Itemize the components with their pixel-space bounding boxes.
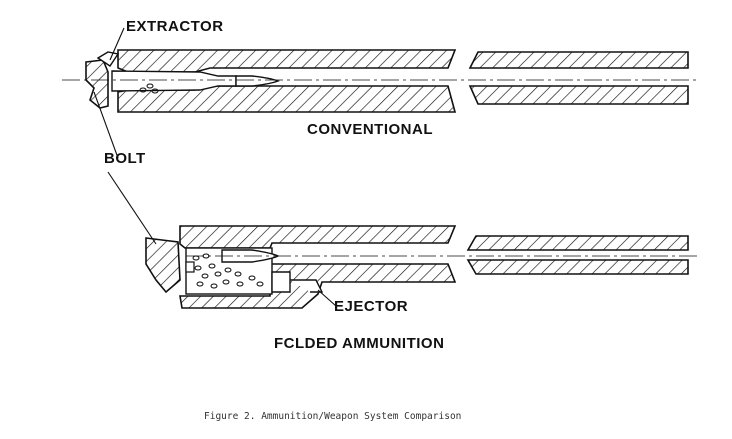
conventional-weapon [62,49,700,113]
conventional-propellant [139,83,159,94]
figure-caption: Figure 2. Ammunition/Weapon System Compa… [204,411,462,422]
conventional-barrel-far-upper [468,51,689,69]
folded-barrel-upper [179,225,457,249]
folded-barrel-far-lower [466,259,689,275]
extractor-label: EXTRACTOR [126,18,224,35]
folded-bolt [145,237,181,294]
ejector-leader [317,289,337,307]
conventional-label: CONVENTIONAL [307,121,433,138]
conventional-barrel-upper [117,49,457,73]
bolt-label: BOLT [104,150,146,167]
conventional-barrel-far-lower [468,85,689,105]
folded-barrel-far-upper [466,235,689,251]
ejector-label: EJECTOR [334,298,409,315]
extractor-leader [109,27,125,61]
folded-primer [185,261,195,273]
bolt-leader-folded [107,171,157,245]
bolt-leader-conventional [93,91,119,159]
folded-label: FCLDED AMMUNITION [274,335,445,352]
leader-lines [93,27,337,307]
folded-weapon [145,225,700,309]
conventional-bullet [235,75,280,87]
ejector [271,271,324,293]
